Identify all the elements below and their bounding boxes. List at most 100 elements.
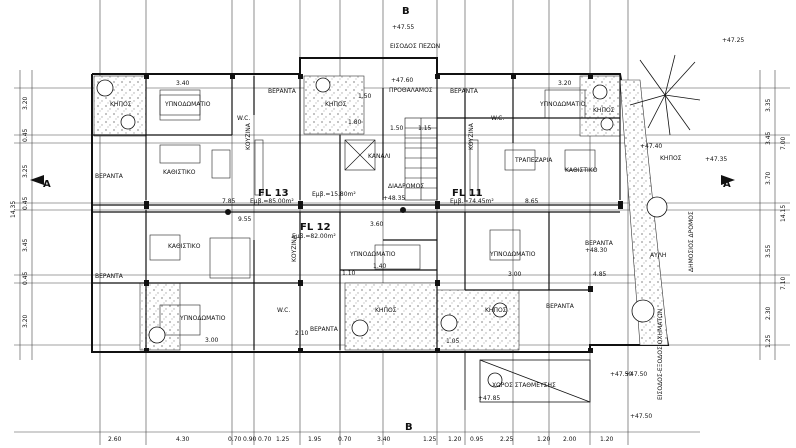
dim-room-8: 7.85 [222, 198, 236, 205]
palm-trees [629, 54, 701, 136]
label-garden-4: ΚΗΠΟΣ [375, 307, 397, 314]
level-corridor: +48.35 [383, 195, 405, 202]
trees [96, 77, 668, 344]
dim-left-0: 3.20 [22, 96, 29, 110]
dim-bottom-4: 0.70 [258, 436, 272, 443]
dim-bottom-10: 1.20 [448, 436, 462, 443]
dim-right-4: 2.30 [765, 306, 772, 320]
label-veranda-7: ΒΕΡΑΝΤΑ [546, 303, 575, 310]
dim-room-9: 9.55 [238, 216, 252, 223]
right-dimensions: 3.35 3.45 3.70 3.55 2.30 1.25 7.00 14.15… [765, 98, 787, 348]
label-fl12: FL 12 [300, 222, 331, 233]
dim-room-14: 2.10 [295, 330, 309, 337]
level-parking-left: +47.85 [478, 395, 500, 402]
section-a-right: A [723, 179, 731, 190]
dim-right-total-2: 7.10 [780, 276, 787, 290]
gardens [93, 75, 669, 351]
label-bedroom-4: ΥΠΝΟΔΩΜΑΤΙΟ [349, 251, 396, 258]
dim-room-10: 8.65 [525, 198, 539, 205]
level-marks: +47.55 +47.25 +47.60 +47.35 +47.40 +48.3… [383, 24, 744, 420]
dim-room-2: 1.80 [348, 119, 362, 126]
section-a-left: A [43, 179, 51, 190]
dim-bottom-14: 2.00 [563, 436, 577, 443]
label-veranda-4: ΒΕΡΑΝΤΑ [95, 273, 124, 280]
dim-left-1: 0.45 [22, 128, 29, 142]
bottom-dimensions: 2.60 4.30 0.70 0.90 0.70 1.25 1.95 0.70 … [108, 436, 614, 443]
label-area-mid: Εμβ.=15.80m² [312, 191, 356, 198]
dim-bottom-7: 0.70 [338, 436, 352, 443]
label-garden-2: ΚΗΠΟΣ [325, 101, 347, 108]
dim-bottom-3: 0.90 [243, 436, 257, 443]
dim-bottom-5: 1.25 [276, 436, 290, 443]
dim-room-5: 3.00 [508, 271, 522, 278]
dim-room-6: 3.60 [370, 221, 384, 228]
label-dining: ΤΡΑΠΕΖΑΡΙΑ [514, 157, 553, 164]
dim-room-15: 1.05 [446, 338, 460, 345]
dim-bottom-11: 0.95 [470, 436, 484, 443]
dim-room-13: 1.10 [342, 270, 356, 277]
grid-lines [14, 0, 790, 445]
dim-room-16: 1.50 [358, 93, 372, 100]
label-entrance: ΕΙΣΟΔΟΣ ΠΕΖΩΝ [390, 43, 440, 50]
dim-room-1: 3.20 [558, 80, 572, 87]
label-garden-5: ΚΗΠΟΣ [485, 307, 507, 314]
level-entry: +47.60 [391, 77, 413, 84]
label-road: ΔΗΜΟΣΙΟΣ ΔΡΟΜΟΣ [688, 211, 695, 272]
level-bottom-right2: +47.50 [630, 413, 652, 420]
label-living-3: ΚΑΘΙΣΤΙΚΟ [168, 243, 201, 250]
level-top-center: +47.55 [392, 24, 414, 31]
label-wc-3: W.C. [277, 307, 290, 314]
label-lift: ΚΑΝΑΛΙ [368, 153, 391, 160]
section-marks: A A B B [30, 6, 735, 433]
room-dimensions: 3.40 3.20 1.80 1.50 1.15 3.00 3.60 1.40 … [176, 80, 607, 345]
dim-right-total-0: 7.00 [780, 136, 787, 150]
dim-bottom-13: 1.20 [537, 436, 551, 443]
room-labels: ΕΙΣΟΔΟΣ ΠΕΖΩΝ ΠΡΟΘΑΛΑΜΟΣ ΔΙΑΔΡΟΜΟΣ ΚΑΝΑΛ… [95, 43, 695, 400]
label-veranda-5: ΒΕΡΑΝΤΑ [310, 326, 339, 333]
label-bedroom-1: ΥΠΝΟΔΩΜΑΤΙΟ [164, 101, 211, 108]
dim-right-0: 3.35 [765, 98, 772, 112]
furniture [149, 89, 596, 336]
label-lobby: ΠΡΟΘΑΛΑΜΟΣ [389, 87, 433, 94]
label-area13: Εμβ.=85.00m² [250, 198, 294, 205]
dim-left-3: 0.45 [22, 196, 29, 210]
dim-left-2: 3.25 [22, 164, 29, 178]
label-veranda-2: ΒΕΡΑΝΤΑ [450, 88, 479, 95]
dim-right-3: 3.55 [765, 244, 772, 258]
label-kitchen-1: ΚΟΥΖΙΝΑ [245, 122, 252, 150]
section-b-top: B [402, 6, 410, 17]
parking-area [464, 352, 591, 410]
level-right-veranda: +48.30 [585, 247, 607, 254]
dim-room-7: 1.40 [373, 263, 387, 270]
label-veranda-6: ΒΕΡΑΝΤΑ [585, 240, 614, 247]
level-right-mid: +47.35 [705, 156, 727, 163]
label-vehicle-entry: ΕΙΣΟΔΟΣ-ΕΞΟΔΟΣ ΟΧΗΜΑΤΩΝ [657, 309, 664, 400]
label-garden-3: ΚΗΠΟΣ [593, 107, 615, 114]
label-wc-1: W.C. [237, 115, 250, 122]
level-parking-right: +47.50 [610, 371, 632, 378]
dim-room-12: 3.00 [205, 337, 219, 344]
outer-walls [91, 57, 670, 353]
interior-walls [92, 76, 621, 350]
dim-room-3: 1.50 [390, 125, 404, 132]
dim-left-total: 14.35 [10, 201, 17, 218]
label-garden-1: ΚΗΠΟΣ [110, 101, 132, 108]
label-fl13: FL 13 [258, 188, 289, 199]
dim-room-11: 4.85 [593, 271, 607, 278]
label-yard: ΑΥΛΗ [650, 252, 666, 259]
staircase [344, 117, 438, 201]
dim-bottom-2: 0.70 [228, 436, 242, 443]
level-top-right: +47.25 [722, 37, 744, 44]
label-corridor: ΔΙΑΔΡΟΜΟΣ [388, 183, 424, 190]
dim-left-6: 3.20 [22, 314, 29, 328]
label-veranda-1: ΒΕΡΑΝΤΑ [268, 88, 297, 95]
dim-left-5: 0.45 [22, 271, 29, 285]
label-fl11: FL 11 [452, 188, 483, 199]
label-bedroom-2: ΥΠΝΟΔΩΜΑΤΙΟ [539, 101, 586, 108]
dim-bottom-9: 1.25 [423, 436, 437, 443]
label-kitchen-2: ΚΟΥΖΙΝΑ [468, 122, 475, 150]
dim-bottom-12: 2.25 [500, 436, 514, 443]
dim-room-4: 1.15 [418, 125, 432, 132]
dim-room-0: 3.40 [176, 80, 190, 87]
